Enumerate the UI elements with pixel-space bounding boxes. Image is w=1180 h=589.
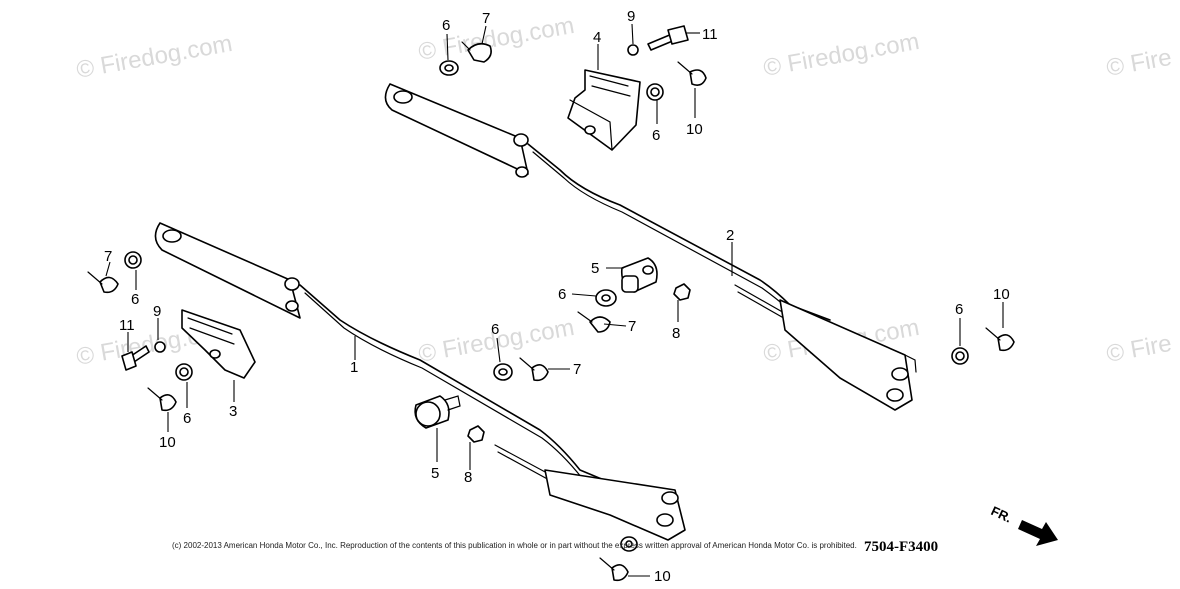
callout-7: 7 <box>104 248 112 265</box>
callout-10: 10 <box>159 434 176 451</box>
copyright-notice: (c) 2002-2013 American Honda Motor Co., … <box>172 541 857 550</box>
watermarks: © Firedog.com © Firedog.com © Firedog.co… <box>74 12 1173 371</box>
callout-6: 6 <box>183 410 191 427</box>
callout-10: 10 <box>993 286 1010 303</box>
bracket-upper <box>567 69 641 151</box>
watermark-cut: © Fire <box>1104 330 1173 368</box>
watermark: © Firedog.com <box>761 28 921 82</box>
callout-11: 11 <box>702 26 718 43</box>
callout-1: 1 <box>350 359 358 376</box>
front-direction-indicator: FR. <box>989 503 1058 546</box>
callout-6: 6 <box>558 286 566 303</box>
callout-6: 6 <box>491 321 499 338</box>
callout-10: 10 <box>654 568 671 585</box>
front-arrow-icon <box>1018 520 1058 546</box>
callout-4: 4 <box>593 29 601 46</box>
callout-11: 11 <box>119 317 135 334</box>
callout-7: 7 <box>573 361 581 378</box>
callout-10: 10 <box>686 121 703 138</box>
bolts-nuts <box>121 25 691 552</box>
callout-8: 8 <box>672 325 680 342</box>
diagram-code: 7504-F3400 <box>864 539 938 555</box>
callout-7: 7 <box>628 318 636 335</box>
callout-5: 5 <box>431 465 439 482</box>
lever-assembly-upper <box>384 83 917 411</box>
callout-3: 3 <box>229 403 237 420</box>
leader-lines <box>105 23 1004 577</box>
callout-6: 6 <box>652 127 660 144</box>
pivot-pin-lower <box>414 395 461 429</box>
callout-6: 6 <box>955 301 963 318</box>
callout-9: 9 <box>627 8 635 25</box>
pivot-pin-upper <box>620 257 658 293</box>
callout-6: 6 <box>442 17 450 34</box>
callout-9: 9 <box>153 303 161 320</box>
callout-numbers: 6 7 9 11 4 6 10 2 5 6 7 8 6 10 7 6 11 9 … <box>104 8 1010 585</box>
lever-assembly-lower <box>154 222 686 541</box>
callout-8: 8 <box>464 469 472 486</box>
callout-6: 6 <box>131 291 139 308</box>
watermark-cut: © Fire <box>1104 44 1173 82</box>
washers <box>124 60 969 381</box>
clip-pins <box>87 41 1015 582</box>
callout-5: 5 <box>591 260 599 277</box>
bracket-lower <box>181 309 256 379</box>
watermark: © Firedog.com <box>416 12 576 66</box>
callout-2: 2 <box>726 227 734 244</box>
front-label: FR. <box>989 503 1014 525</box>
watermark: © Firedog.com <box>74 30 234 84</box>
callout-7: 7 <box>482 10 490 27</box>
